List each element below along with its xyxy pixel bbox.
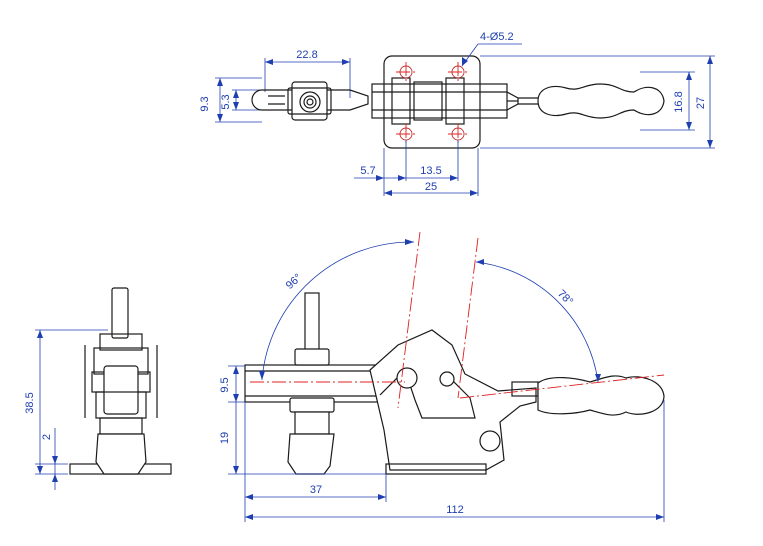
dim-open-angle-left: 96° [284,272,304,292]
side-view: 96° 78° 9.5 19 37 112 [219,231,665,522]
dim-spindle-offset: 22.8 [296,49,317,61]
dim-arm-height: 9.5 [219,377,231,392]
dim-spindle-reach: 37 [310,484,322,496]
dim-open-angle-right: 78° [555,288,575,308]
dim-overall-length: 112 [446,504,464,516]
dim-hole-spacing: 13.5 [420,165,441,177]
top-view: 22.8 9.3 5.3 [199,31,715,196]
dim-spindle-height: 19 [219,432,231,444]
dim-total-height: 38.5 [24,392,36,413]
end-view: 38.5 2 [24,287,172,490]
dim-base-depth: 16.8 [673,91,685,112]
dim-hole-callout: 4-Ø5.2 [480,31,514,43]
dim-base-thickness: 2 [41,434,53,440]
dim-slot-outer: 9.3 [199,96,211,111]
dim-base-edge: 5.7 [360,165,375,177]
dim-overall-depth: 27 [695,97,707,109]
dim-slot-inner: 5.3 [220,94,232,109]
dim-base-width: 25 [425,181,437,193]
